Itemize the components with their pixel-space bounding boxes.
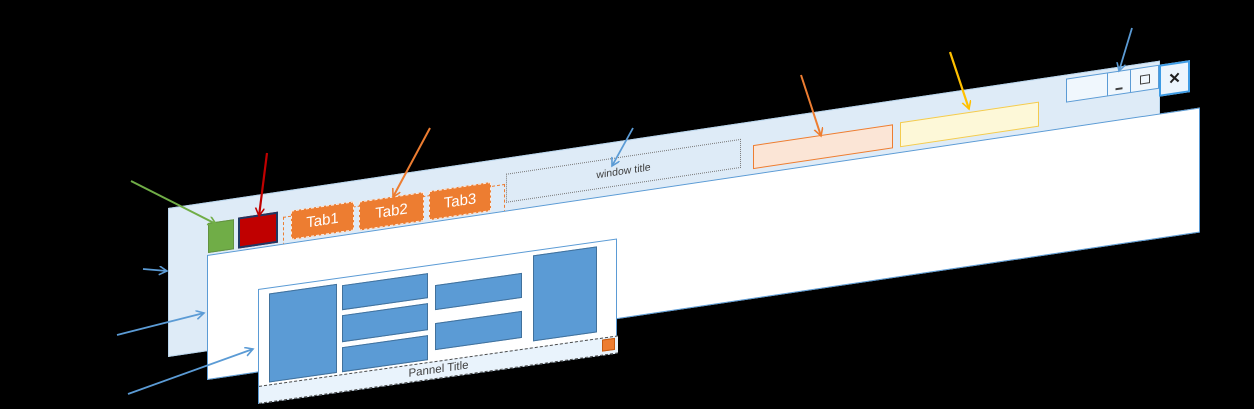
tab-2-label: Tab2 bbox=[375, 200, 408, 223]
window-title-text: window title bbox=[596, 160, 651, 181]
arrow-to-window-frame-layer bbox=[142, 269, 167, 271]
panel-content-box bbox=[435, 272, 522, 311]
maximize-icon bbox=[1139, 73, 1150, 85]
panel-content-box bbox=[533, 246, 597, 342]
close-icon: ✕ bbox=[1168, 69, 1181, 89]
red-rectangle-button[interactable] bbox=[238, 211, 278, 249]
tab-3-label: Tab3 bbox=[443, 190, 477, 213]
window-controls bbox=[1066, 64, 1159, 103]
control-placeholder[interactable] bbox=[1067, 74, 1107, 102]
panel-orange-button[interactable] bbox=[602, 337, 615, 352]
tab-1-label: Tab1 bbox=[306, 209, 339, 232]
minimize-button[interactable] bbox=[1106, 70, 1131, 96]
green-square-button[interactable] bbox=[208, 219, 234, 254]
minimize-icon bbox=[1115, 87, 1123, 91]
panel-title-text: Pannel Title bbox=[408, 359, 469, 380]
maximize-button[interactable] bbox=[1130, 65, 1159, 93]
panel-content-box bbox=[435, 310, 522, 351]
close-button[interactable]: ✕ bbox=[1159, 60, 1190, 97]
panel-content-box bbox=[269, 283, 337, 383]
